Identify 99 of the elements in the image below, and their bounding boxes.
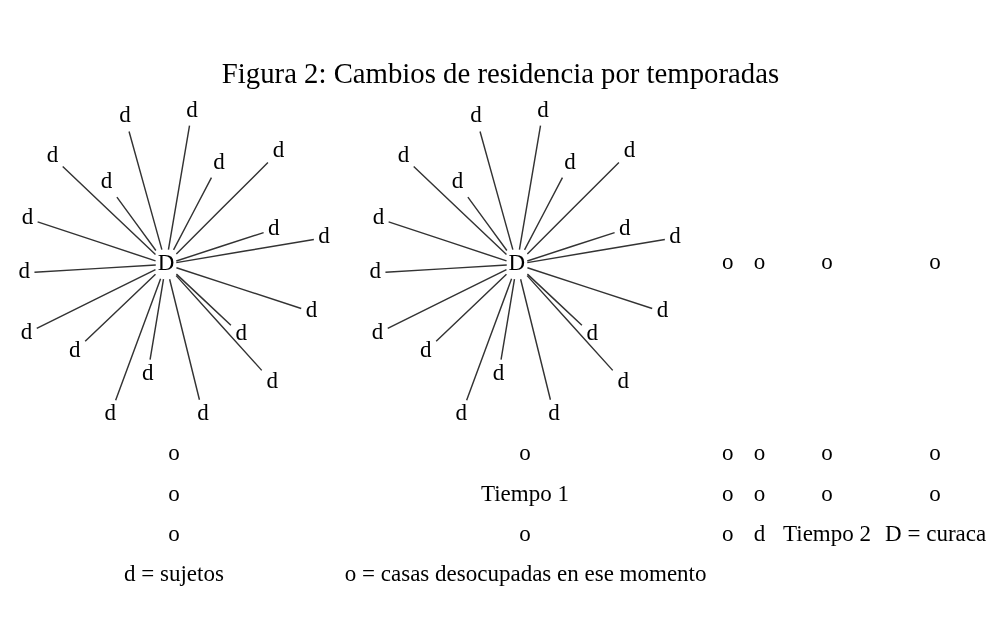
label: o <box>821 247 833 274</box>
connector <box>175 272 232 326</box>
node-text: d <box>656 295 669 322</box>
node-text: d <box>455 398 467 425</box>
label: d <box>753 519 766 546</box>
connector <box>519 278 552 400</box>
node-text: d <box>564 147 576 174</box>
node-text: d <box>318 221 330 248</box>
label: o <box>753 479 766 506</box>
label: o <box>722 519 734 546</box>
node-text: d <box>617 366 630 393</box>
label: Tiempo 1 <box>480 479 569 506</box>
connector <box>175 274 263 371</box>
connector <box>84 273 157 342</box>
node-text: d <box>46 140 59 167</box>
connector <box>175 161 269 255</box>
connector <box>172 176 213 251</box>
node-text: d <box>141 358 154 385</box>
node-text: d <box>197 398 209 425</box>
label: o <box>821 439 833 465</box>
label: o <box>168 479 180 506</box>
connector <box>384 263 508 273</box>
node-text: d <box>548 398 560 425</box>
connector <box>168 278 201 400</box>
connector <box>526 274 614 371</box>
node-text: d <box>492 358 505 385</box>
connector <box>479 130 514 250</box>
label: Tiempo 2 <box>783 519 872 546</box>
connector <box>167 124 191 250</box>
node-text: d <box>119 100 131 127</box>
label: o <box>519 439 531 465</box>
node-text: d <box>372 202 385 229</box>
label: o <box>821 479 833 506</box>
node-text: d <box>369 256 382 283</box>
diagram-title: Figura 2: Cambios de residencia por temporadas <box>221 56 780 89</box>
node-text: d <box>266 366 279 393</box>
connector <box>149 277 165 360</box>
label: o <box>929 479 941 506</box>
connector <box>36 268 157 329</box>
connector <box>526 238 666 263</box>
connector <box>500 277 516 360</box>
connector <box>36 220 157 262</box>
connector <box>62 165 157 255</box>
node-text: d <box>537 95 549 122</box>
connector <box>114 277 162 401</box>
node-text: d <box>451 166 464 193</box>
node-text: d <box>623 135 636 162</box>
node-text: d <box>586 318 599 345</box>
label: D = curaca <box>885 519 987 546</box>
node-text: d <box>18 256 31 283</box>
connector <box>412 165 508 255</box>
node-text: d <box>268 213 280 240</box>
connector <box>175 266 302 309</box>
connector <box>465 277 513 401</box>
node-text: d <box>272 135 285 162</box>
node-text: d <box>100 166 113 193</box>
node-text: d <box>213 147 225 174</box>
node-text: D <box>157 248 175 275</box>
node-text: d <box>104 398 116 425</box>
node-text: d <box>21 202 34 229</box>
label: o <box>722 439 734 465</box>
connector <box>435 273 508 342</box>
connector <box>467 195 508 251</box>
node-text: D <box>508 248 526 275</box>
node-text: d <box>420 335 432 362</box>
node-text: d <box>397 140 410 167</box>
connector <box>523 176 564 251</box>
node-text: d <box>619 213 631 240</box>
connector <box>128 130 163 250</box>
connector <box>387 220 508 262</box>
node-text: d <box>669 221 681 248</box>
node-text: d <box>371 317 384 344</box>
connector <box>175 231 265 262</box>
connector <box>526 266 653 309</box>
label: o <box>519 519 531 546</box>
connector <box>526 161 620 255</box>
node-text: d <box>69 335 81 362</box>
label: o <box>929 439 941 465</box>
label: o <box>929 247 941 274</box>
connector <box>526 231 616 262</box>
connector <box>175 238 315 263</box>
node-text: d <box>235 318 248 345</box>
connector <box>33 263 157 273</box>
connector <box>518 124 542 250</box>
node-text: d <box>20 317 33 344</box>
label: o <box>168 439 180 465</box>
connector <box>387 268 508 329</box>
connector <box>526 272 583 326</box>
node-text: d <box>186 95 198 122</box>
label: o = casas desocupadas en ese momento <box>344 559 707 586</box>
label: o <box>168 519 180 546</box>
node-text: d <box>470 100 482 127</box>
label: o <box>753 439 766 465</box>
label: o <box>753 247 766 274</box>
label: o <box>722 247 734 274</box>
label: d = sujetos <box>124 559 224 586</box>
label: o <box>722 479 734 506</box>
connector <box>116 195 157 251</box>
node-text: d <box>305 295 318 322</box>
